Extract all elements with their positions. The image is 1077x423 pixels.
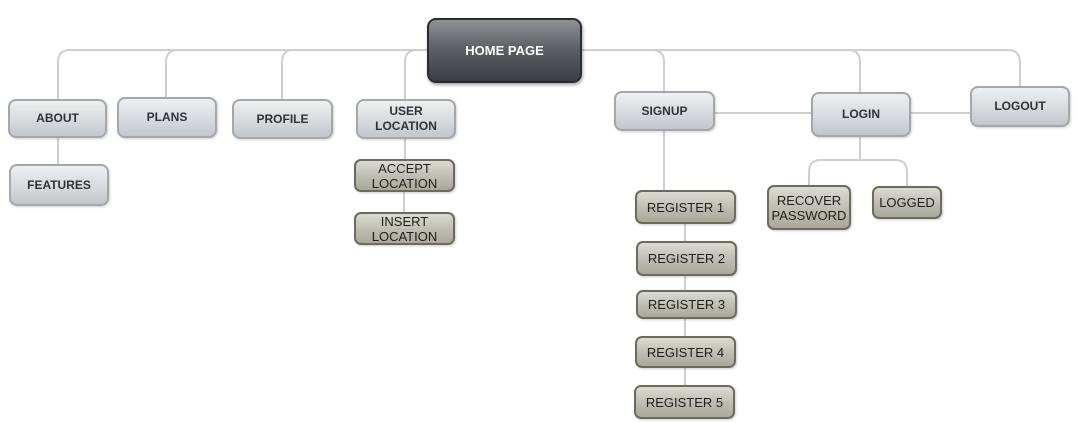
insert-location-node[interactable]: INSERT LOCATION	[354, 212, 455, 245]
login-node[interactable]: LOGIN	[811, 92, 911, 137]
recover-password-node[interactable]: RECOVER PASSWORD	[767, 185, 851, 230]
register-1-node[interactable]: REGISTER 1	[635, 190, 736, 224]
features-node[interactable]: FEATURES	[9, 164, 109, 206]
accept-location-node[interactable]: ACCEPT LOCATION	[354, 159, 455, 192]
connector-home-to-logout	[848, 49, 1021, 86]
register-3-node[interactable]: REGISTER 3	[636, 290, 737, 319]
logout-node[interactable]: LOGOUT	[970, 86, 1070, 127]
register-2-node[interactable]: REGISTER 2	[636, 241, 737, 276]
profile-node[interactable]: PROFILE	[232, 99, 333, 139]
connector-login-to-recover	[808, 136, 861, 186]
connector-home-to-profile	[281, 49, 294, 99]
connector-home-to-signup	[582, 49, 665, 92]
logged-node[interactable]: LOGGED	[872, 186, 942, 219]
connector-home-to-user-location	[404, 49, 428, 99]
connector-home-to-plans	[165, 49, 179, 98]
plans-node[interactable]: PLANS	[117, 97, 217, 138]
user-location-node[interactable]: USER LOCATION	[356, 99, 456, 139]
register-4-node[interactable]: REGISTER 4	[635, 336, 736, 368]
connector-login-to-logged	[860, 159, 908, 186]
connector-home-to-login	[582, 49, 861, 92]
connector-home-to-about	[57, 49, 428, 100]
home-page-node[interactable]: HOME PAGE	[427, 18, 582, 83]
about-node[interactable]: ABOUT	[8, 99, 107, 138]
signup-node[interactable]: SIGNUP	[614, 91, 715, 131]
register-5-node[interactable]: REGISTER 5	[634, 385, 735, 419]
